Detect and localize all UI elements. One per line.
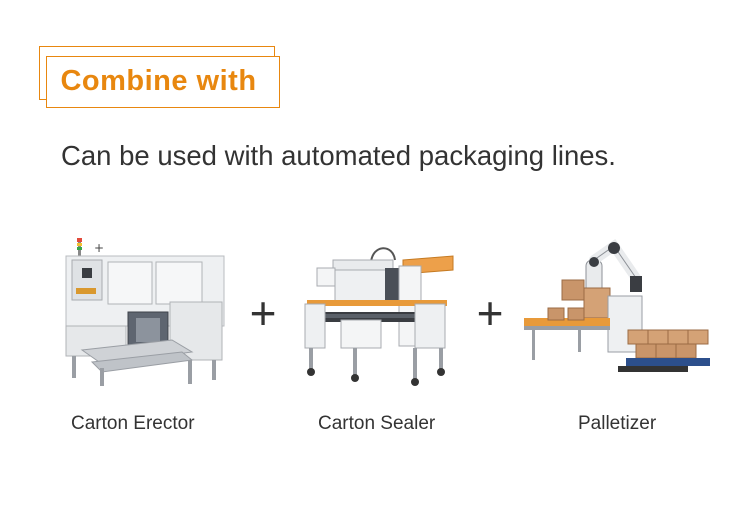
section-subtitle: Can be used with automated packaging lin… bbox=[61, 140, 616, 171]
plus-icon: + bbox=[476, 287, 504, 339]
section-badge-title: Combine with bbox=[60, 65, 257, 97]
caption-carton-sealer: Carton Sealer bbox=[318, 413, 436, 434]
carton-sealer-image bbox=[304, 247, 454, 386]
palletizer-image bbox=[524, 239, 710, 372]
caption-carton-erector: Carton Erector bbox=[71, 413, 195, 434]
svg-text:+: + bbox=[94, 241, 104, 255]
plus-icon: + bbox=[249, 287, 277, 339]
carton-erector-image: + bbox=[65, 238, 225, 386]
caption-palletizer: Palletizer bbox=[578, 413, 657, 434]
badge-frame-front bbox=[46, 56, 280, 108]
